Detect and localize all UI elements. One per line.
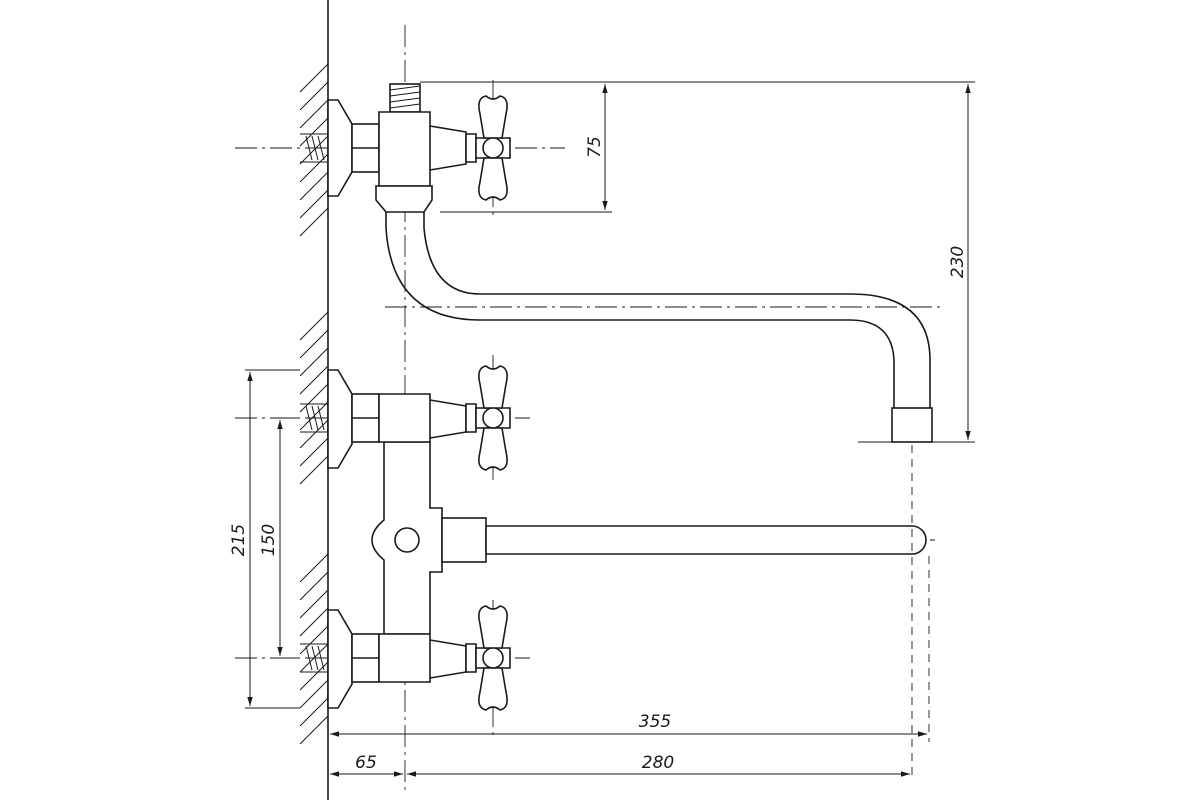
upper-cross-handle: [465, 365, 511, 471]
wall: [299, 0, 329, 800]
lower-cross-handle: [465, 605, 511, 711]
dim-65-label: 65: [355, 753, 377, 773]
lower-wall-fitting: [300, 609, 380, 709]
dim-355-label: 355: [639, 712, 671, 732]
wall-hatch-top: [299, 63, 329, 237]
dimension-215: 215: [229, 372, 253, 706]
dim-75-label: 75: [585, 136, 605, 158]
dimension-65: 65: [330, 753, 403, 777]
dimension-355: 355: [330, 712, 927, 737]
wall-hatch-middle: [299, 311, 329, 485]
long-spout: [485, 525, 927, 555]
dim-215-label: 215: [229, 524, 249, 556]
wall-hatch-bottom: [299, 553, 329, 745]
body-center-hole: [394, 527, 420, 553]
upper-wall-fitting: [300, 369, 380, 469]
dimension-230: 230: [948, 84, 971, 440]
dimension-150: 150: [259, 420, 283, 656]
dim-150-label: 150: [259, 524, 279, 556]
dimension-280: 280: [407, 753, 910, 777]
dimension-75: 75: [585, 84, 608, 210]
extension-lines: [245, 81, 975, 780]
mixer-body-assembly: [300, 369, 927, 709]
dim-280-label: 280: [642, 753, 674, 773]
top-valve-assembly: [300, 83, 511, 213]
spout-aerator: [891, 407, 933, 443]
dim-230-label: 230: [948, 246, 968, 278]
